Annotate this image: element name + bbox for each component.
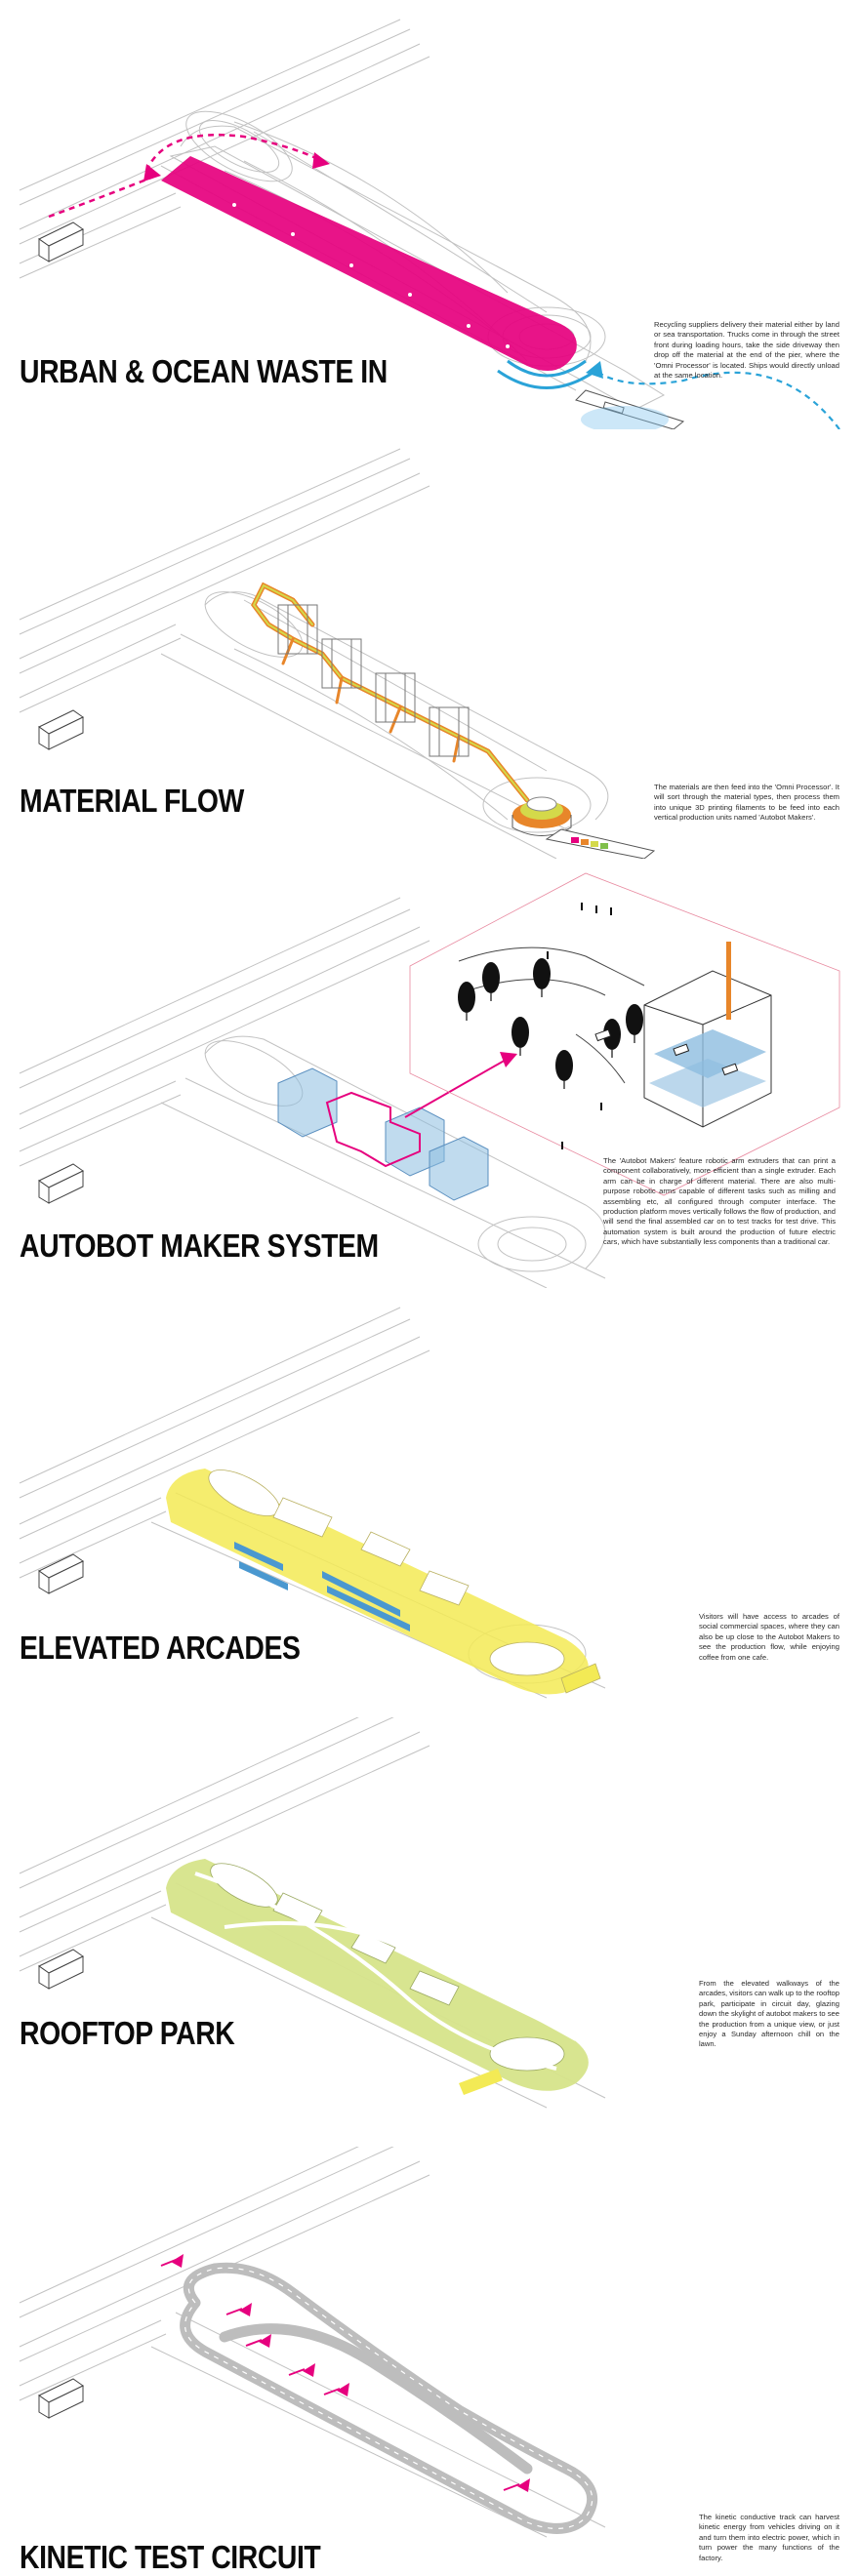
robotic-floor xyxy=(654,1029,766,1078)
section-title: ROOFTOP PARK xyxy=(20,2015,235,2051)
section-autobot-maker-system: AUTOBOT MAKER SYSTEM The 'Autobot Makers… xyxy=(0,859,859,1288)
person-icon xyxy=(547,903,612,1149)
ship-icon xyxy=(575,389,685,429)
section-description: The materials are then feed into the 'Om… xyxy=(654,783,839,823)
section-rooftop-park: ROOFTOP PARK From the elevated walkways … xyxy=(0,1717,859,2147)
rooftop-park-diagram xyxy=(19,1717,606,2109)
truck-icon xyxy=(38,1163,84,1204)
omni-processor xyxy=(497,359,596,389)
autobot-maker-unit xyxy=(234,1542,410,1631)
ship-icon xyxy=(545,828,656,859)
section-material-flow: MATERIAL FLOW The materials are then fee… xyxy=(0,429,859,859)
autobot-maker-diagram xyxy=(19,872,840,1288)
section-urban-ocean-waste: URBAN & OCEAN WASTE IN Recycling supplie… xyxy=(0,0,859,429)
material-flow-diagram xyxy=(19,448,656,859)
direction-arrow xyxy=(171,2254,530,2492)
walkway-path xyxy=(194,1872,577,2071)
inset-detail xyxy=(409,872,840,1196)
truck-icon xyxy=(38,221,84,262)
truck-ramp xyxy=(161,156,577,371)
truck-route-arrow xyxy=(144,133,323,172)
arcade-platform xyxy=(166,1469,589,1695)
section-title: AUTOBOT MAKER SYSTEM xyxy=(20,1228,379,1264)
section-description: Visitors will have access to arcades of … xyxy=(699,1612,839,1662)
section-description: From the elevated walkways of the arcade… xyxy=(699,1979,839,2049)
section-title: KINETIC TEST CIRCUIT xyxy=(20,2539,321,2575)
section-kinetic-test-circuit: KINETIC TEST CIRCUIT The kinetic conduct… xyxy=(0,2147,859,2576)
omni-processor xyxy=(511,796,572,836)
truck-route-arrow xyxy=(48,174,157,219)
truck-icon xyxy=(38,709,84,750)
skylight-void xyxy=(208,1469,565,1676)
section-title: MATERIAL FLOW xyxy=(20,783,244,819)
truck-icon xyxy=(38,1553,84,1594)
ship-route-arrow xyxy=(594,370,840,429)
truck-icon xyxy=(38,1949,84,1990)
section-elevated-arcades: ELEVATED ARCADES Visitors will have acce… xyxy=(0,1288,859,1717)
tree-icon xyxy=(458,958,643,1081)
section-description: The kinetic conductive track can harvest… xyxy=(699,2513,839,2562)
extruder-column xyxy=(726,942,731,1020)
autobot-maker-frame xyxy=(277,604,470,757)
section-description: The 'Autobot Makers' feature robotic arm… xyxy=(603,1156,836,1247)
truck-icon xyxy=(38,2378,84,2419)
section-title: ELEVATED ARCADES xyxy=(20,1630,301,1666)
skylight-void xyxy=(210,1863,565,2072)
section-title: URBAN & OCEAN WASTE IN xyxy=(20,353,388,389)
urban-ocean-waste-diagram xyxy=(19,19,840,429)
section-description: Recycling suppliers delivery their mater… xyxy=(654,320,839,381)
material-pipe xyxy=(251,582,530,803)
elevated-arcades-diagram xyxy=(19,1307,606,1699)
highlight-callout xyxy=(325,1058,509,1168)
kinetic-test-circuit-diagram xyxy=(19,2147,606,2538)
